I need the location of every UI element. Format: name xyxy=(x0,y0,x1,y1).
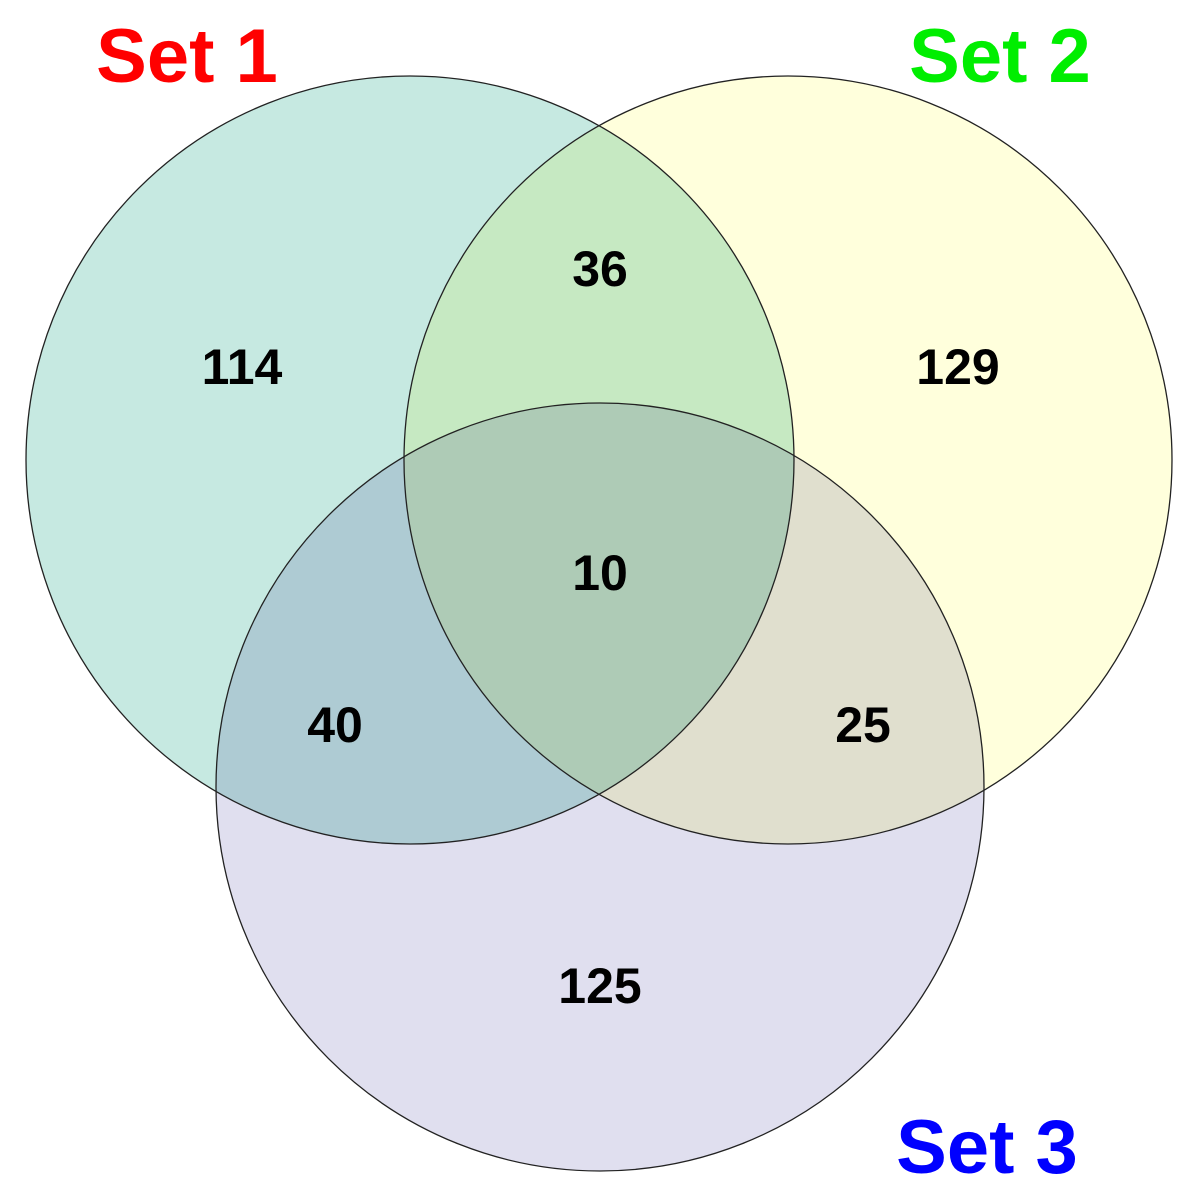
set3-label: Set 3 xyxy=(896,1105,1078,1190)
region-count-all-sets: 10 xyxy=(572,545,628,601)
circle-fills xyxy=(26,76,1172,1171)
set2-label: Set 2 xyxy=(909,14,1091,99)
set1-circle-outline xyxy=(25,75,795,845)
set3-circle-outline xyxy=(215,402,985,1172)
region-count-set1-set3: 40 xyxy=(307,697,363,753)
set2-circle-outline xyxy=(403,75,1173,845)
set1-label: Set 1 xyxy=(96,14,278,99)
region-count-set3-only: 125 xyxy=(558,958,641,1014)
set3-circle-fill xyxy=(216,403,984,1171)
circle-outlines xyxy=(25,75,1173,1172)
region-count-set1-set2: 36 xyxy=(572,241,628,297)
region-count-set1-only: 114 xyxy=(202,339,283,395)
region-count-set2-only: 129 xyxy=(916,339,999,395)
region-count-set2-set3: 25 xyxy=(835,697,891,753)
